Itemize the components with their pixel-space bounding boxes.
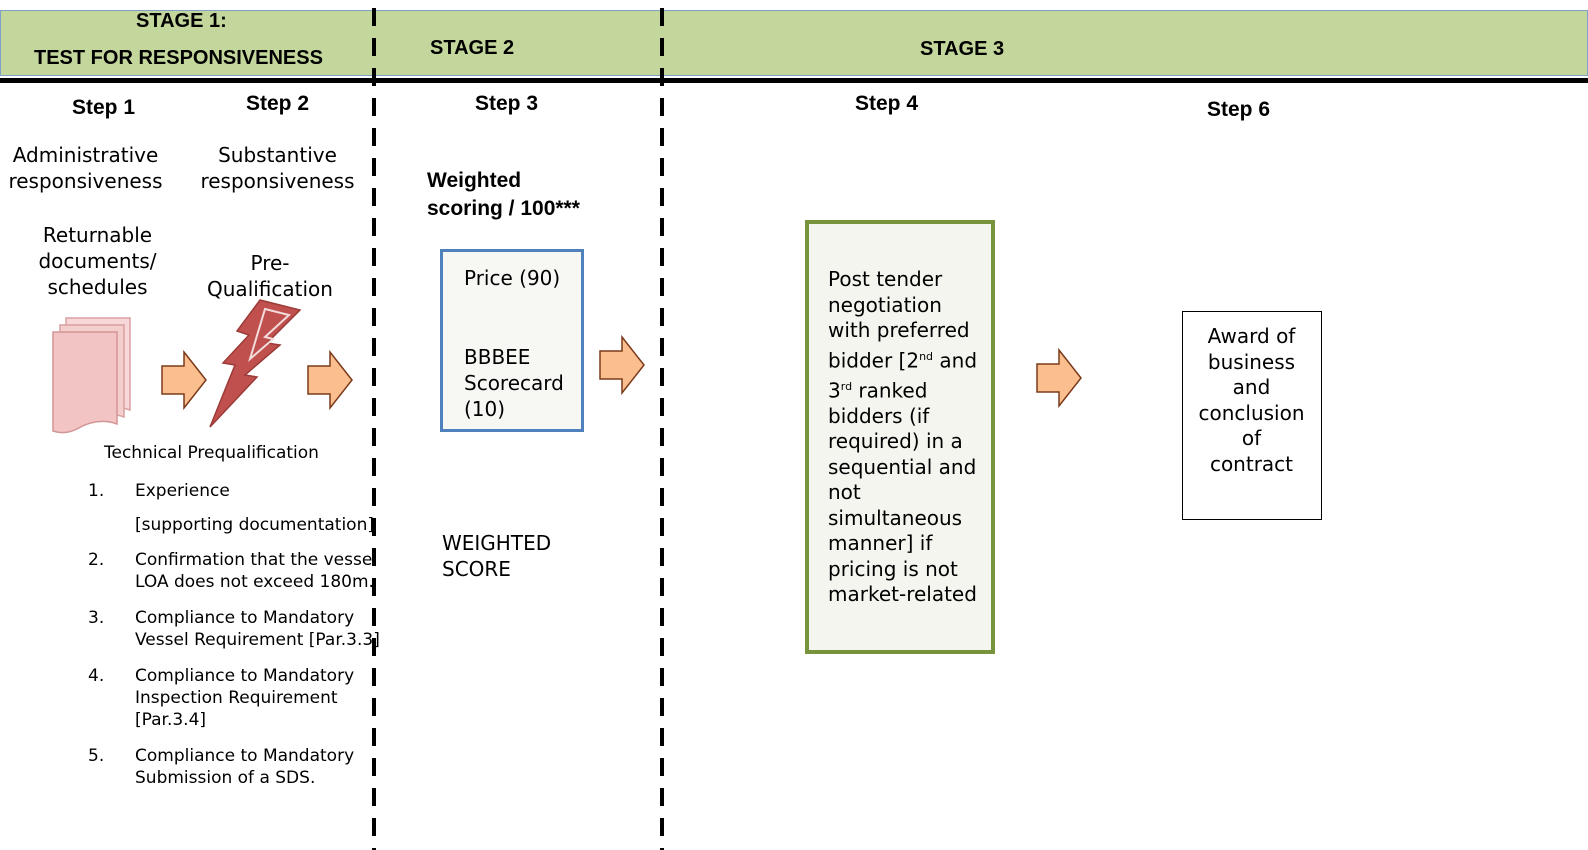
technical-item-1: 1. Experience [supporting documentation] xyxy=(88,481,374,535)
step4-label: Step 4 xyxy=(855,92,919,115)
post-tender-negotiation-text: Post tender negotiation with preferred b… xyxy=(828,267,978,607)
arrow-step1-to-step2-icon xyxy=(161,350,207,410)
technical-prequalification-title: Technical Prequalification xyxy=(104,443,319,463)
stage1-title: STAGE 1: xyxy=(136,10,227,32)
stage1-subtitle: TEST FOR RESPONSIVENESS xyxy=(34,47,323,69)
step1-subheading: Returnable documents/ schedules xyxy=(38,223,157,299)
step2-heading: Substantive responsiveness xyxy=(200,143,355,193)
header-divider-line xyxy=(0,78,1588,83)
bbbee-score: BBBEE Scorecard (10) xyxy=(464,345,564,421)
award-of-business-box: Award of business and conclusion of cont… xyxy=(1182,311,1322,520)
stage2-title: STAGE 2 xyxy=(430,37,515,59)
award-of-business-text: Award of business and conclusion of cont… xyxy=(1198,324,1305,476)
step1-heading: Administrative responsiveness xyxy=(8,143,163,193)
arrow-stage2-to-stage3-icon xyxy=(599,335,645,395)
stage2-stage3-divider xyxy=(660,8,664,850)
stage-header-band xyxy=(0,10,1588,76)
arrow-step4-to-step6-icon xyxy=(1036,348,1082,408)
price-score: Price (90) xyxy=(464,266,561,290)
step2-label: Step 2 xyxy=(246,92,310,115)
step2-subheading: Pre- Qualification xyxy=(207,251,333,301)
step1-label: Step 1 xyxy=(72,96,136,119)
stage1-stage2-divider xyxy=(372,8,376,850)
arrow-stage1-to-stage2-icon xyxy=(307,350,353,410)
step3-label: Step 3 xyxy=(475,92,539,115)
weighted-score-label: WEIGHTED SCORE xyxy=(442,531,552,581)
post-tender-negotiation-box: Post tender negotiation with preferred b… xyxy=(805,220,995,654)
document-stack-icon xyxy=(52,317,131,434)
stage3-title: STAGE 3 xyxy=(920,38,1005,60)
step6-label: Step 6 xyxy=(1207,98,1271,121)
lightning-bolt-icon xyxy=(209,299,302,428)
stage2-scoring-box: Price (90) BBBEE Scorecard (10) xyxy=(440,249,584,432)
step3-heading: Weighted scoring / 100*** xyxy=(427,169,580,220)
